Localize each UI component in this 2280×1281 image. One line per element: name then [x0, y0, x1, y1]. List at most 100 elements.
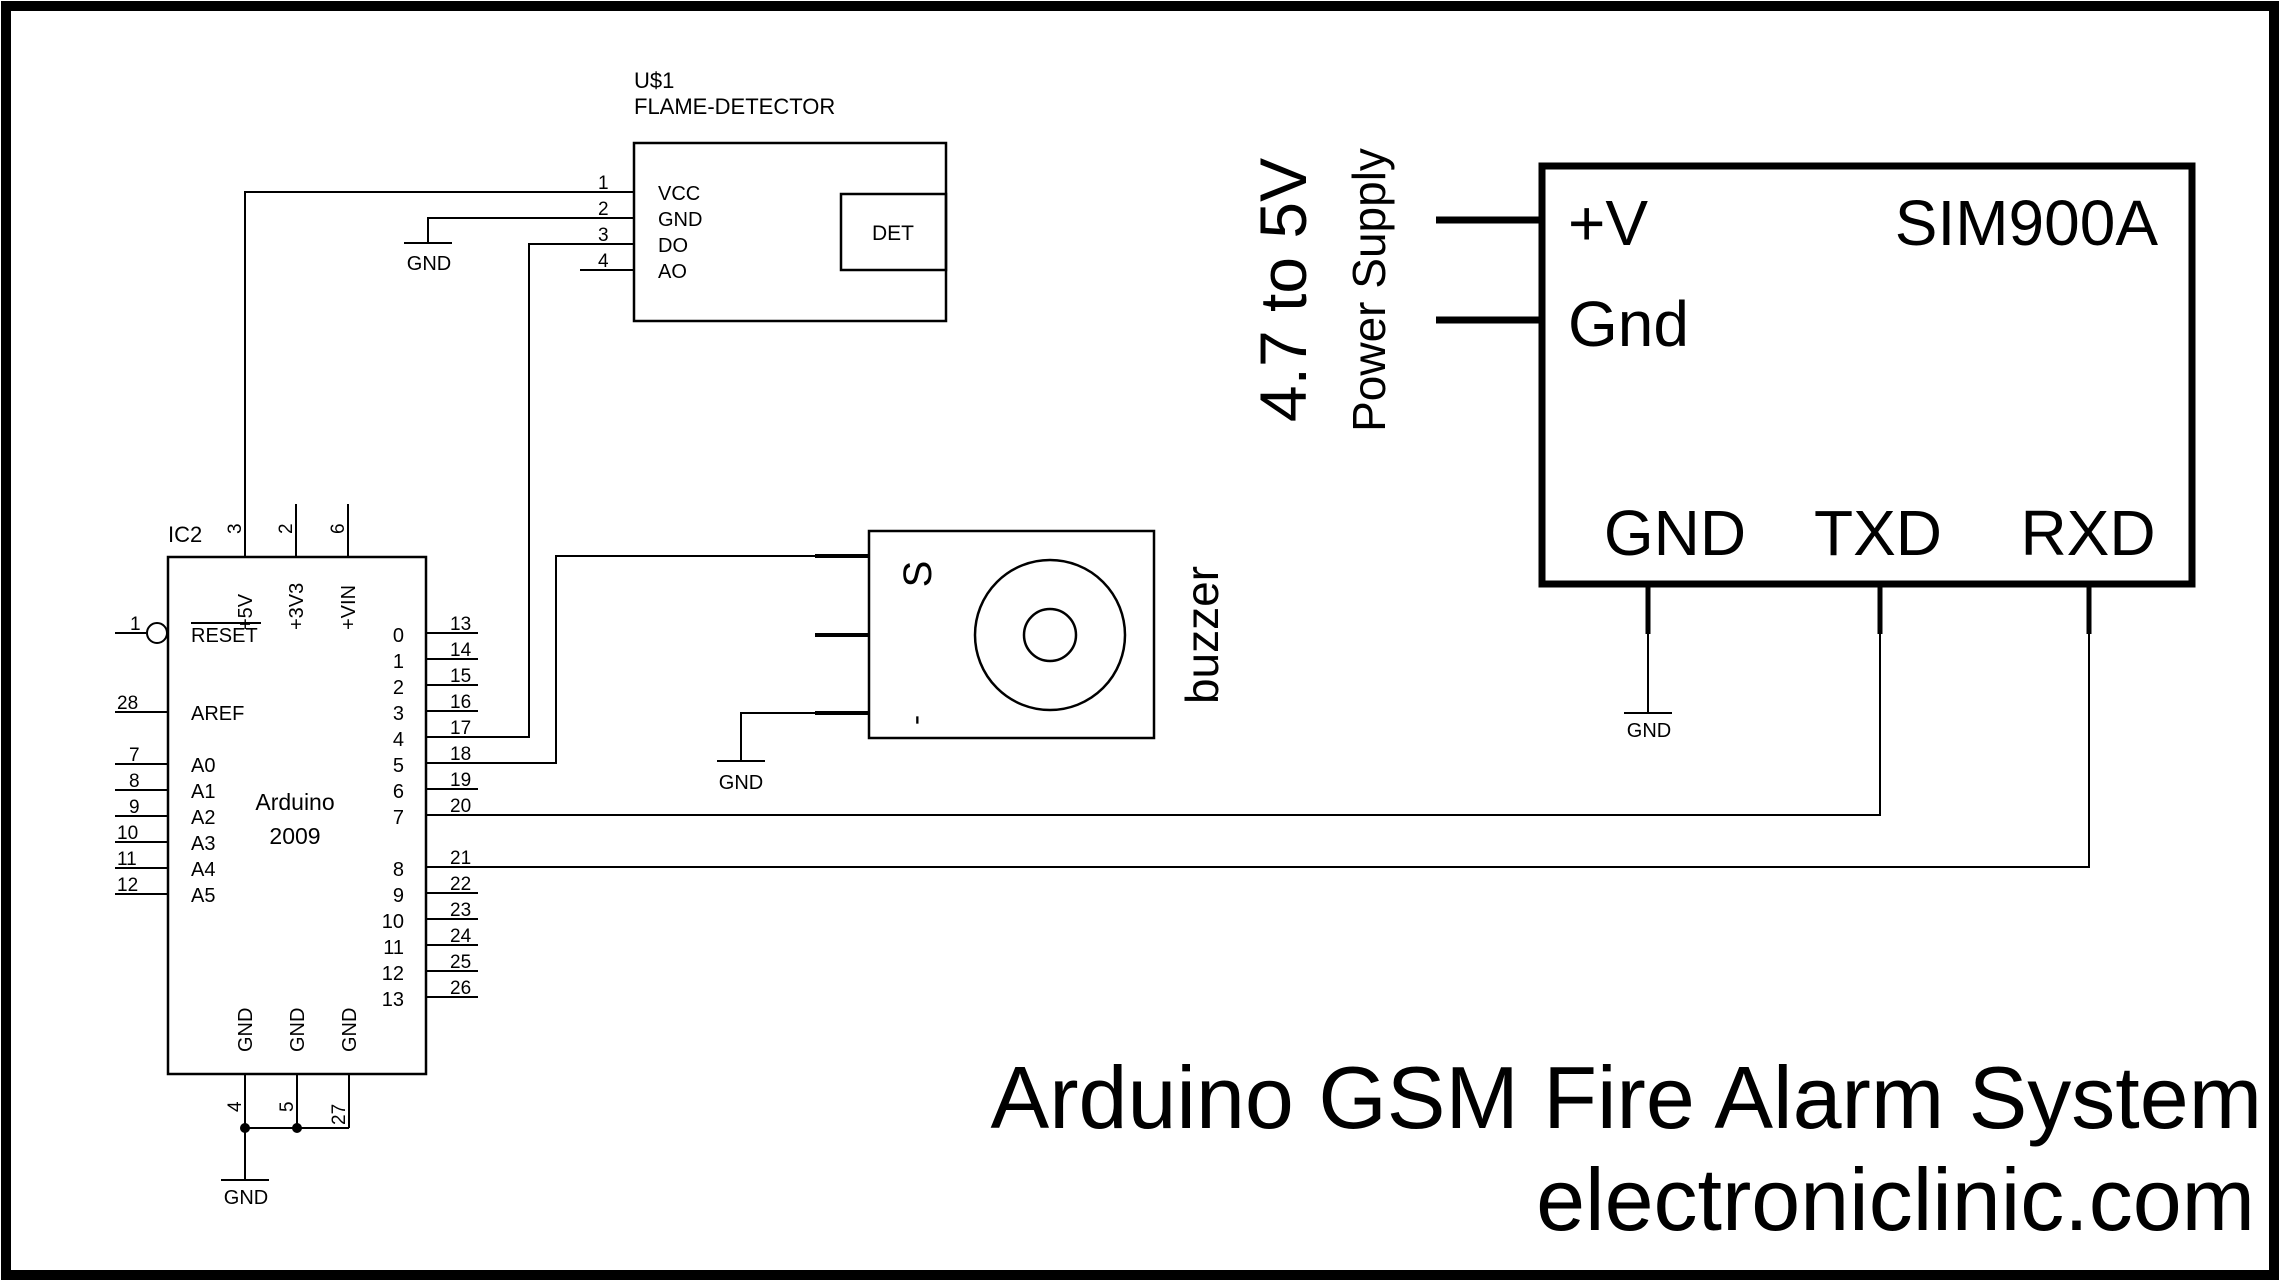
flame-detector-ref: U$1 — [634, 68, 674, 93]
arduino-right-pin-label: 9 — [393, 885, 404, 907]
arduino-left-pin-num: 1 — [130, 614, 141, 635]
gsm-txd-pin-label: TXD — [1814, 497, 1942, 569]
arduino-top-pin-num: 6 — [328, 523, 349, 534]
arduino-top-pin-label: +VIN — [338, 585, 360, 630]
arduino-right-pin-num: 21 — [450, 848, 471, 869]
arduino-right-pin-label: 12 — [382, 963, 404, 985]
gsm-gnd-pin-label: GND — [1604, 497, 1746, 569]
arduino-left-pin-num: 7 — [129, 745, 140, 766]
arduino-right-pin-label: 13 — [382, 989, 404, 1011]
flame-pin-num: 3 — [598, 225, 609, 246]
arduino-right-pin-label: 7 — [393, 807, 404, 829]
arduino-right-pin-label: 8 — [393, 859, 404, 881]
arduino-right-pin-num: 13 — [450, 614, 471, 635]
arduino-right-pin-num: 15 — [450, 666, 471, 687]
arduino-right-pin-num: 17 — [450, 718, 471, 739]
arduino-model: 2009 — [269, 823, 320, 849]
flame-detector-name: FLAME-DETECTOR — [634, 94, 835, 119]
reset-inversion-bubble — [146, 622, 168, 644]
arduino-left-pin-num: 9 — [129, 797, 140, 818]
arduino-right-pin-label: 4 — [393, 729, 404, 751]
arduino-left-pin-num: 11 — [117, 849, 137, 870]
arduino-right-pin-label: 0 — [393, 625, 404, 647]
arduino-ref: IC2 — [168, 522, 202, 547]
flame-pin-label: VCC — [658, 183, 700, 205]
arduino-right-pin-num: 14 — [450, 640, 472, 661]
arduino-right-pin-num: 18 — [450, 744, 471, 765]
buzzer-minus-label: - — [899, 715, 932, 725]
arduino-left-pin-num: 8 — [129, 771, 140, 792]
arduino-left-pin-label: A3 — [191, 833, 215, 855]
arduino-gnd-label: GND — [224, 1187, 268, 1209]
arduino-right-pin-label: 11 — [383, 937, 404, 959]
arduino-left-pin-num: 12 — [117, 875, 138, 896]
junction-dot — [292, 1123, 302, 1133]
arduino-left-pin-label: A1 — [191, 781, 215, 803]
flame-gnd-label: GND — [407, 253, 451, 275]
arduino-right-pin-label: 5 — [393, 755, 404, 777]
wire-d7-to-txd — [478, 634, 1881, 816]
gsm-name: SIM900A — [1895, 187, 2159, 259]
supply-voltage-label: 4.7 to 5V — [1246, 158, 1320, 422]
buzzer-name: buzzer — [1176, 566, 1228, 704]
flame-pin-num: 1 — [598, 173, 609, 194]
wires — [244, 191, 2090, 868]
gsm-rxd-pin-label: RXD — [2020, 497, 2155, 569]
buzzer-module: S - buzzer GND — [717, 529, 1228, 794]
gsm-gnd-label: GND — [1627, 720, 1671, 742]
arduino-name: Arduino — [255, 789, 334, 815]
gsm-vplus-label: +V — [1568, 187, 1648, 259]
arduino-right-pin-label: 10 — [382, 911, 404, 933]
flame-detector: U$1 FLAME-DETECTOR DET 1 2 3 4 VCC GND D… — [404, 68, 948, 323]
arduino-right-pin-label: 1 — [393, 651, 404, 673]
flame-pin-label: DO — [658, 235, 688, 257]
arduino-top-pin-label: +3V3 — [286, 583, 308, 630]
arduino-bottom-pin-num: 5 — [277, 1101, 298, 1112]
arduino-left-pin-num: 10 — [117, 823, 138, 844]
flame-pin-label: GND — [658, 209, 702, 231]
arduino-left-pin-label: A4 — [191, 859, 215, 881]
arduino-right-pin-num: 24 — [450, 926, 472, 947]
flame-pin-num: 4 — [598, 251, 609, 272]
flame-pin-num: 2 — [598, 199, 609, 220]
wire-d5-to-buzzer — [478, 555, 815, 764]
flame-detector-sensor-label: DET — [872, 222, 914, 245]
wire-d4-to-do — [478, 243, 580, 738]
arduino-bottom-pin-num: 27 — [329, 1104, 350, 1125]
wire-5v-to-vcc — [244, 191, 580, 504]
gsm-gnd-in-label: Gnd — [1568, 288, 1689, 360]
supply-description-label: Power Supply — [1343, 148, 1395, 432]
gsm-body — [1538, 162, 2196, 588]
arduino-right-pin-num: 23 — [450, 900, 471, 921]
arduino-right-pin-num: 20 — [450, 796, 471, 817]
buzzer-speaker-inner — [1022, 607, 1078, 663]
arduino-bottom-pin-num: 4 — [225, 1101, 246, 1112]
arduino-right-pin-num: 19 — [450, 770, 471, 791]
buzzer-gnd-label: GND — [719, 772, 763, 794]
arduino-top-pin-num: 2 — [276, 523, 297, 534]
gsm-module: SIM900A +V Gnd GND TXD RXD 4.7 to 5V Pow… — [1246, 148, 2196, 742]
arduino-right-pin-num: 16 — [450, 692, 471, 713]
flame-pin-label: AO — [658, 261, 687, 283]
buzzer-speaker-outer — [973, 558, 1127, 712]
arduino-board: IC2 Arduino 2009 3 2 6 +5V +3V3 +VIN 1 R… — [115, 504, 478, 1209]
arduino-right-pin-num: 26 — [450, 978, 471, 999]
website-label: electroniclinic.com — [1536, 1150, 2255, 1249]
arduino-top-pin-num: 3 — [225, 523, 246, 534]
arduino-bottom-pin-label: GND — [235, 1008, 257, 1052]
arduino-bottom-pin-label: GND — [339, 1008, 361, 1052]
arduino-left-pin-label: RESET — [191, 625, 258, 647]
arduino-bottom-pin-label: GND — [287, 1008, 309, 1052]
arduino-right-pin-label: 6 — [393, 781, 404, 803]
arduino-left-pin-label: AREF — [191, 703, 244, 725]
arduino-left-pin-label: A2 — [191, 807, 215, 829]
arduino-left-pin-num: 28 — [117, 693, 138, 714]
arduino-right-pin-num: 22 — [450, 874, 471, 895]
arduino-right-pin-label: 3 — [393, 703, 404, 725]
arduino-left-pin-label: A5 — [191, 885, 215, 907]
wire-d8-to-rxd — [478, 634, 2090, 868]
flame-detector-sensor-box — [839, 192, 948, 272]
arduino-right-pin-num: 25 — [450, 952, 471, 973]
